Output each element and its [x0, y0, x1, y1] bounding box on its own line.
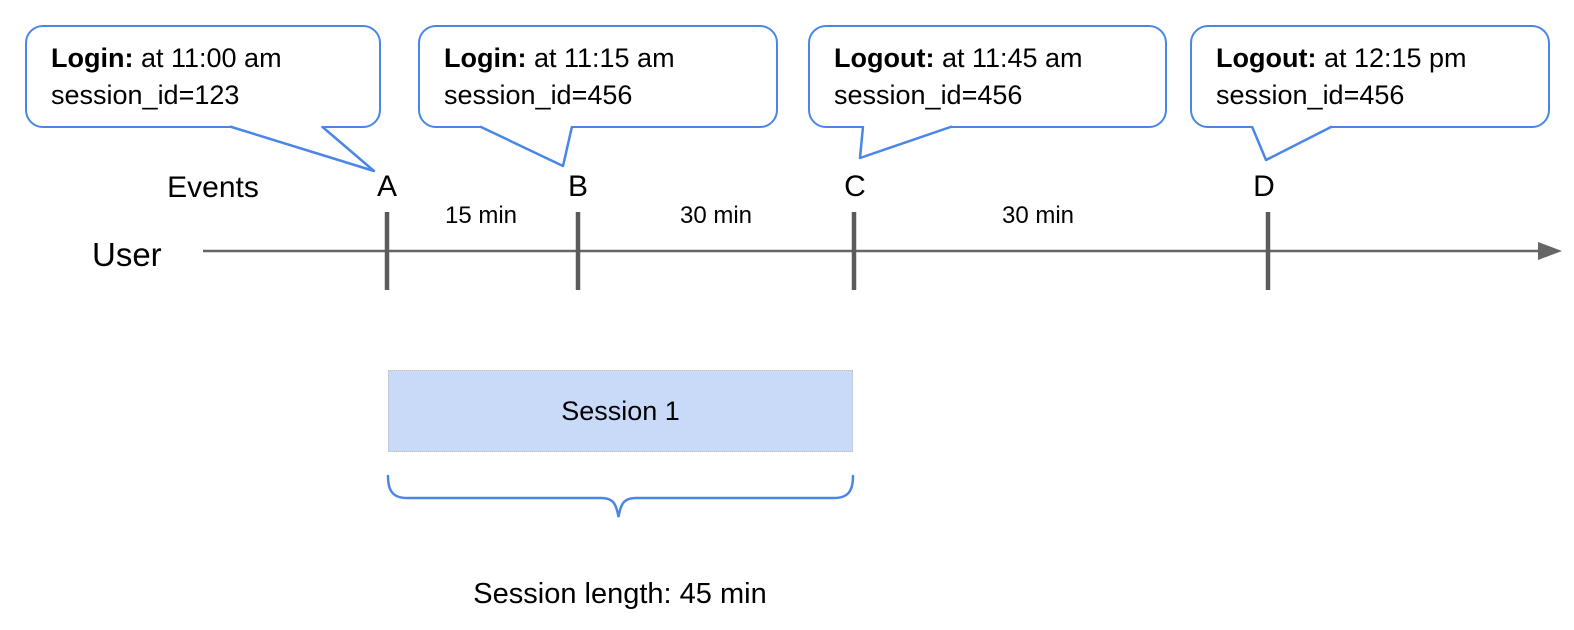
interval-label-b-c: 30 min [679, 202, 753, 229]
session-length-label: Session length: 45 min [473, 578, 767, 610]
callout-line-event: Logout: at 12:15 pm [1216, 40, 1538, 77]
event-marker-label-b: B [567, 170, 589, 203]
callout-session-id: session_id=456 [834, 80, 1023, 110]
events-axis-label: Events [167, 171, 259, 204]
callout-tail-b [479, 125, 574, 168]
session-bar: Session 1 [388, 370, 853, 452]
callout-line-event: Login: at 11:00 am [51, 40, 369, 77]
callout-time-label: at 11:00 am [133, 43, 282, 73]
session-bar-label: Session 1 [561, 395, 680, 426]
callout-action-label: Logout: [834, 43, 935, 73]
callout-tail-d [1250, 125, 1333, 162]
user-actor-label: User [92, 236, 162, 273]
callout-tail-c [858, 125, 953, 160]
callout-tail-a [229, 125, 376, 173]
callout-action-label: Logout: [1216, 43, 1317, 73]
callout-event-b: Login: at 11:15 am session_id=456 [418, 25, 778, 128]
event-marker-label-d: D [1253, 170, 1275, 203]
callout-line-event: Login: at 11:15 am [444, 40, 766, 77]
callout-action-label: Login: [444, 43, 527, 73]
callout-event-c: Logout: at 11:45 am session_id=456 [808, 25, 1167, 128]
callout-time-label: at 11:15 am [526, 43, 675, 73]
callout-time-label: at 11:45 am [934, 43, 1083, 73]
interval-label-c-d: 30 min [1001, 202, 1075, 229]
timeline-arrowhead-icon [1538, 242, 1562, 260]
interval-label-a-b: 15 min [444, 202, 518, 229]
callout-time-label: at 12:15 pm [1316, 43, 1467, 73]
callout-action-label: Login: [51, 43, 134, 73]
callout-event-d: Logout: at 12:15 pm session_id=456 [1190, 25, 1550, 128]
callout-session-id: session_id=456 [1216, 80, 1405, 110]
callout-session-id: session_id=123 [51, 80, 240, 110]
callout-line-event: Logout: at 11:45 am [834, 40, 1155, 77]
callout-event-a: Login: at 11:00 am session_id=123 [25, 25, 381, 128]
event-marker-label-c: C [844, 170, 866, 203]
session-length-brace [386, 474, 855, 518]
event-marker-label-a: A [376, 170, 398, 203]
callout-session-id: session_id=456 [444, 80, 633, 110]
